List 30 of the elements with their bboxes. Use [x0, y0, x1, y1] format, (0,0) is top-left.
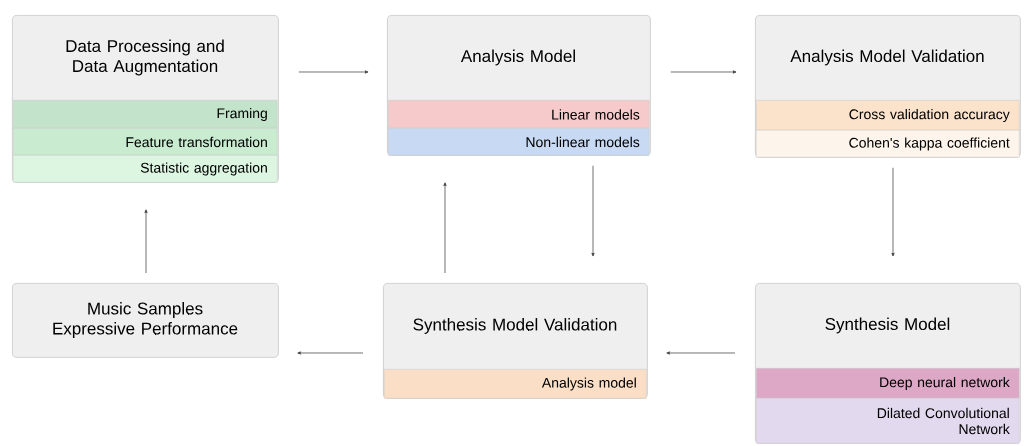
list-band: Cross validation accuracy — [756, 100, 1020, 131]
process-card — [12, 15, 279, 183]
arrow — [666, 351, 736, 355]
list-band: Analysis model — [384, 369, 647, 399]
list-band: Cohen's kappa coefficient — [756, 130, 1020, 158]
process-card — [12, 283, 279, 358]
arrow — [591, 165, 595, 257]
card-title: Analysis Model — [460, 49, 575, 66]
list-band: Dilated Convolutional Network — [756, 398, 1020, 444]
list-band: Linear models — [388, 100, 650, 129]
card-title: Synthesis Model — [825, 317, 950, 334]
arrow — [670, 70, 737, 74]
process-card — [755, 15, 1021, 158]
card-title: Music Samples Expressive Performance — [53, 302, 238, 338]
list-band: Statistic aggregation — [13, 155, 278, 183]
process-card — [387, 15, 651, 156]
arrow — [298, 70, 369, 74]
arrow — [443, 182, 447, 274]
list-band: Framing — [13, 100, 278, 129]
list-band: Non-linear models — [388, 128, 650, 156]
arrow — [891, 167, 895, 257]
card-title: Analysis Model Validation — [790, 49, 984, 66]
card-title: Synthesis Model Validation — [413, 318, 617, 334]
process-card — [755, 283, 1021, 444]
arrow — [297, 351, 364, 355]
list-band: Feature transformation — [13, 128, 278, 156]
arrow — [144, 209, 148, 274]
process-card — [383, 283, 648, 399]
list-band: Deep neural network — [756, 368, 1020, 399]
card-title: Data Processing and Data Augmentation — [66, 39, 224, 76]
